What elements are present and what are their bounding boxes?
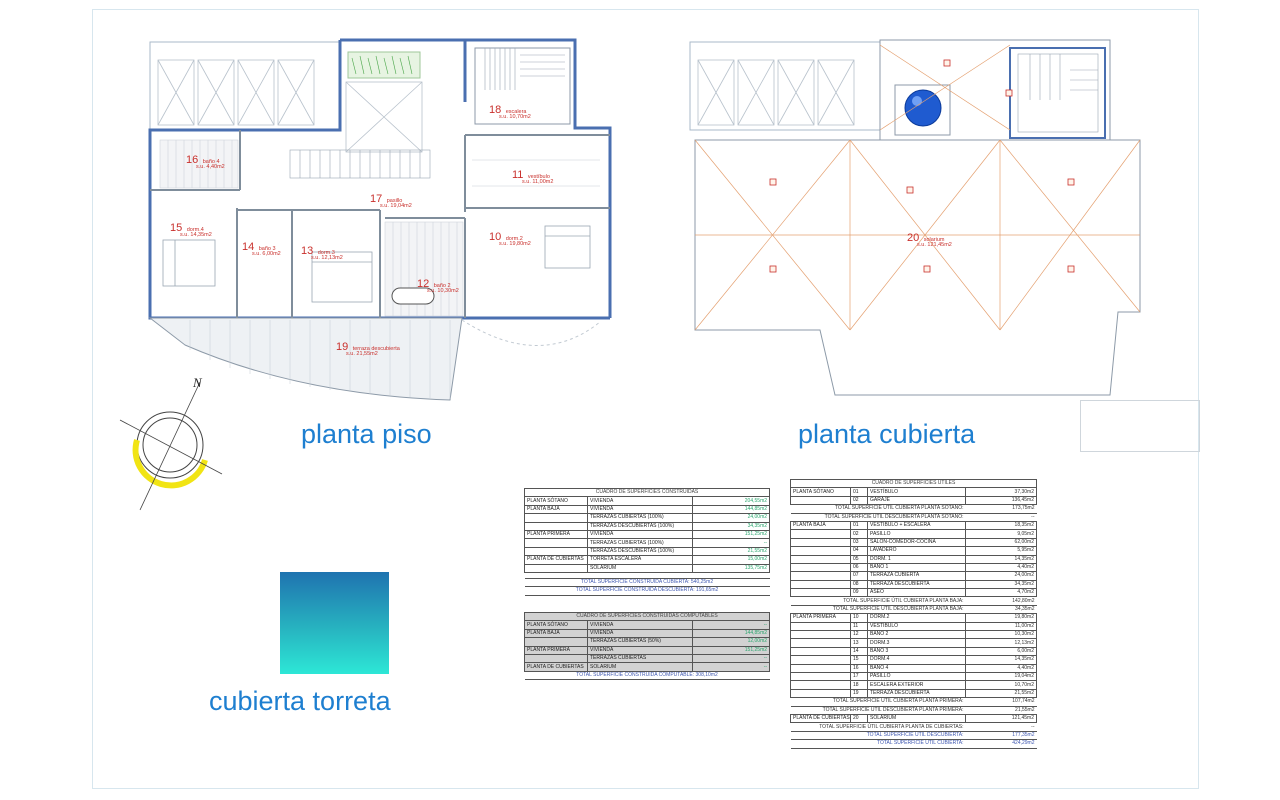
title-planta-piso: planta piso [301, 419, 432, 449]
table-row: TERRAZAS CUBIERTAS-- [524, 653, 771, 664]
title-planta-cubierta: planta cubierta [798, 419, 976, 449]
table-construidas: CUADRO DE SUPERFICIES CONSTRUIDAS PLANTA… [523, 487, 771, 596]
table-total: TOTAL SUPERFICIE CONSTRUIDA DESCUBIERTA:… [524, 586, 770, 596]
table-total-row: TOTAL SUPERFICIE ÚTIL CUBIERTA PLANTA PR… [790, 697, 1037, 707]
table-total-row: TOTAL SUPERFICIE ÚTIL DESCUBIERTA PLANTA… [790, 604, 1037, 615]
table-total-row: TOTAL SUPERFICIE ÚTIL DESCUBIERTA:177,35… [790, 730, 1037, 741]
table-total-row: TOTAL SUPERFICIE ÚTIL CUBIERTA PLANTA DE… [790, 722, 1037, 732]
table-row: TERRAZAS CUBIERTAS (50%)12,00m2 [524, 637, 771, 647]
table-total-row: TOTAL SUPERFICIE ÚTIL DESCUBIERTA PLANTA… [790, 512, 1037, 522]
floor-plan-cubierta [689, 39, 1141, 396]
table-total-row: TOTAL SUPERFICIE ÚTIL CUBIERTA:424,29m2 [790, 739, 1037, 749]
table-row: TERRAZAS CUBIERTAS (100%)-- [524, 538, 771, 548]
table-row: TERRAZAS CUBIERTAS (100%)24,00m2 [524, 513, 771, 523]
table-total: TOTAL SUPERFICIE CONSTRUIDA CUBIERTA: 54… [524, 577, 770, 588]
table-total-row: TOTAL SUPERFICIE ÚTIL CUBIERTA PLANTA BA… [790, 596, 1037, 606]
table-header: CUADRO DE SUPERFICIES CONSTRUIDAS [523, 487, 771, 498]
title-cubierta-torreta: cubierta torreta [209, 686, 391, 716]
side-box [1080, 400, 1200, 452]
table-header: CUADRO DE SUPERFICIES CONSTRUIDAS COMPUT… [523, 611, 771, 622]
table-total: TOTAL SUPERFICIE CONSTRUIDA COMPUTABLE: … [524, 670, 770, 681]
table-utiles: CUADRO DE SUPERFICIES ÚTILES PLANTA SÓTA… [789, 478, 1038, 749]
table-total-row: TOTAL SUPERFICIE ÚTIL DESCUBIERTA PLANTA… [790, 705, 1037, 715]
drawing-frame [92, 9, 1199, 789]
floor-plan-piso [148, 38, 612, 401]
table-row: TERRAZAS DESCUBIERTAS (100%)21,55m2 [524, 546, 771, 557]
table-total-row: TOTAL SUPERFICIE ÚTIL CUBIERTA PLANTA SÓ… [790, 504, 1037, 514]
compass [119, 381, 223, 511]
table-computables: CUADRO DE SUPERFICIES CONSTRUIDAS COMPUT… [523, 611, 771, 681]
table-header: CUADRO DE SUPERFICIES ÚTILES [789, 478, 1038, 489]
torreta-roof-swatch [280, 572, 389, 674]
compass-north-label: N [193, 375, 202, 390]
table-row: TERRAZAS DESCUBIERTAS (100%)34,35m2 [524, 521, 771, 531]
